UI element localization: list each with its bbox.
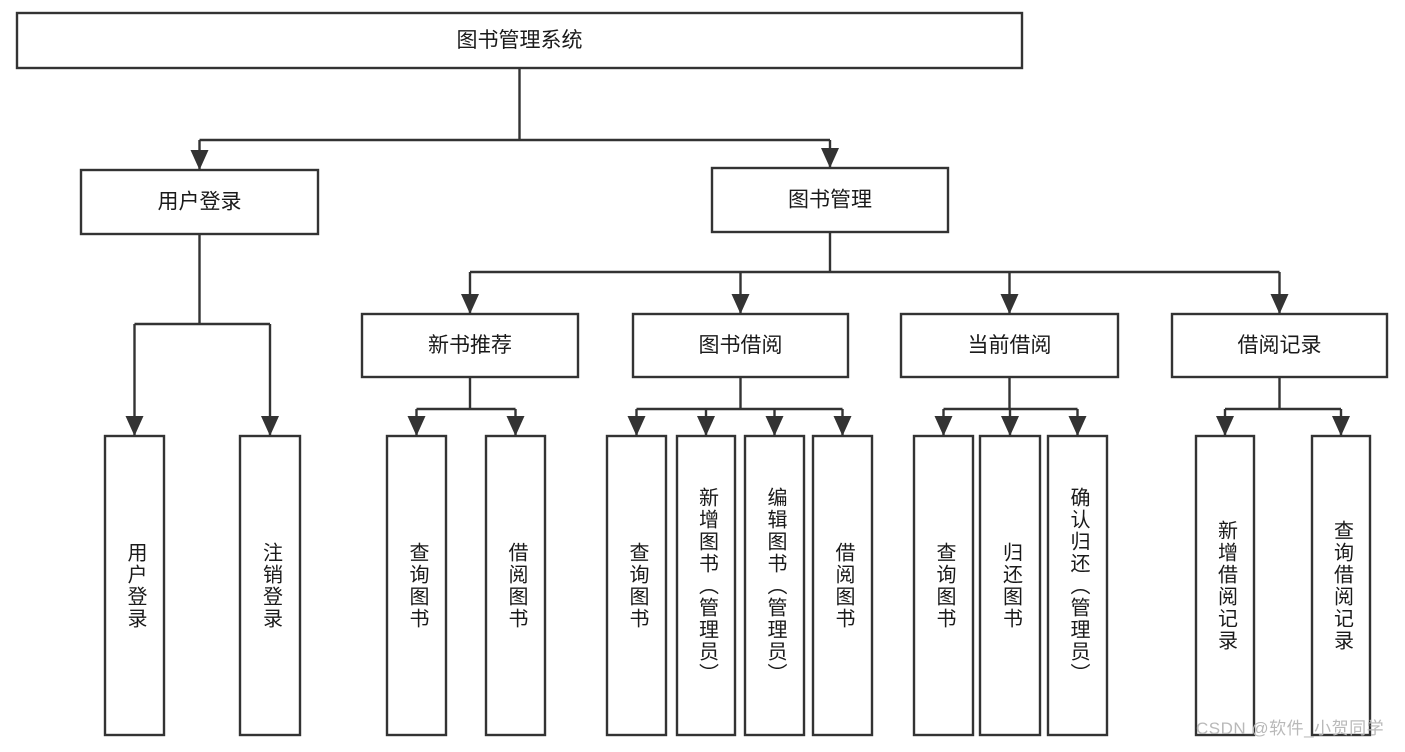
arrow-head-icon [627, 416, 646, 436]
node-level2-label-book-manage: 图书管理 [788, 189, 872, 212]
arrow-head-icon [934, 416, 953, 436]
node-leaf-leaf-borrow-book-rec[interactable] [484, 434, 547, 737]
node-level3-label-borrow-record: 借阅记录 [1238, 334, 1322, 357]
node-level3-current-borrow[interactable] [899, 312, 1120, 379]
node-leaf-leaf-query-record[interactable] [1310, 434, 1372, 737]
connector-layer [125, 68, 1350, 436]
node-leaf-leaf-query-book-rec[interactable] [385, 434, 448, 737]
node-root[interactable] [15, 11, 1024, 70]
node-level3-new-book-rec[interactable] [360, 312, 580, 379]
arrow-head-icon [506, 416, 525, 436]
arrow-head-icon [125, 416, 144, 436]
arrow-head-icon [833, 416, 852, 436]
node-level3-label-current-borrow: 当前借阅 [968, 334, 1052, 357]
arrow-head-icon [765, 416, 784, 436]
node-level3-book-borrow[interactable] [631, 312, 850, 379]
arrow-head-icon [1216, 416, 1234, 436]
arrow-head-icon [697, 416, 715, 436]
arrow-head-icon [731, 294, 750, 314]
node-leaf-leaf-user-login[interactable] [103, 434, 166, 737]
node-level3-borrow-record[interactable] [1170, 312, 1389, 379]
arrow-head-icon [1001, 416, 1019, 436]
node-leaf-leaf-query-book-current[interactable] [912, 434, 975, 737]
node-leaf-leaf-return-book[interactable] [978, 434, 1042, 737]
node-leaf-leaf-confirm-return[interactable] [1046, 434, 1109, 737]
node-leaf-leaf-borrow-book[interactable] [811, 434, 874, 737]
arrow-head-icon [1068, 416, 1087, 436]
node-level2-label-user-login: 用户登录 [158, 191, 242, 214]
node-leaf-leaf-query-book-borrow[interactable] [605, 434, 668, 737]
arrow-head-icon [821, 148, 839, 168]
arrow-head-icon [461, 294, 479, 314]
arrow-head-icon [407, 416, 426, 436]
node-leaf-leaf-add-record[interactable] [1194, 434, 1256, 737]
node-box-layer [15, 11, 1389, 737]
node-leaf-leaf-edit-book[interactable] [743, 434, 806, 737]
node-level3-label-new-book-rec: 新书推荐 [428, 334, 512, 357]
node-leaf-leaf-logout[interactable] [238, 434, 302, 737]
node-leaf-leaf-add-book[interactable] [675, 434, 737, 737]
arrow-head-icon [190, 150, 209, 170]
arrow-head-icon [1332, 416, 1350, 436]
node-root-label: 图书管理系统 [457, 29, 583, 52]
csdn-watermark: CSDN @软件_小贺同学 [1196, 719, 1385, 738]
node-level2-user-login[interactable] [79, 168, 320, 236]
node-level3-label-book-borrow: 图书借阅 [699, 334, 783, 357]
arrow-head-icon [1270, 294, 1289, 314]
node-level2-book-manage[interactable] [710, 166, 950, 234]
arrow-head-icon [1000, 294, 1019, 314]
arrow-head-icon [261, 416, 279, 436]
